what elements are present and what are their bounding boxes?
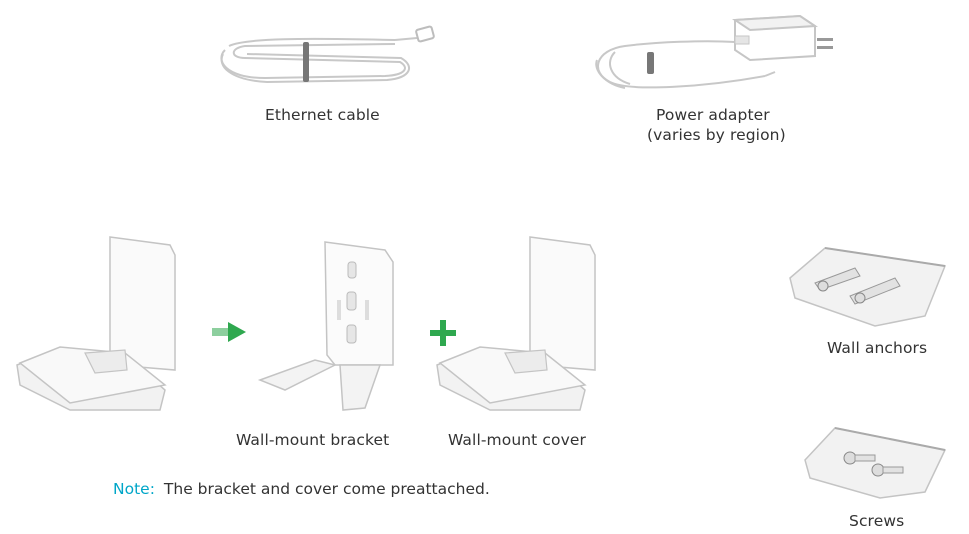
- ethernet-cable-illustration: [220, 25, 435, 84]
- ethernet-cable-label: Ethernet cable: [265, 106, 380, 124]
- wall-anchors-label: Wall anchors: [827, 339, 928, 357]
- wall-mount-bracket-illustration: [257, 241, 394, 411]
- wall-anchors-bag-illustration: [789, 247, 947, 327]
- note-label: Note:: [113, 480, 155, 498]
- power-adapter-sublabel: (varies by region): [647, 126, 786, 144]
- green-plus-icon: [430, 320, 456, 346]
- wall-mount-bracket-label: Wall-mount bracket: [236, 431, 390, 449]
- wall-mount-cover-label: Wall-mount cover: [448, 431, 586, 449]
- note: Note: The bracket and cover come preattac…: [113, 480, 490, 498]
- screws-bag-illustration: [804, 427, 947, 499]
- green-arrow-icon: [212, 322, 246, 342]
- screws-label: Screws: [849, 512, 905, 530]
- note-text: The bracket and cover come preattached.: [163, 480, 490, 498]
- power-adapter-illustration: [595, 14, 833, 89]
- power-adapter-label: Power adapter: [656, 106, 770, 124]
- assembled-mount-illustration: [16, 236, 176, 411]
- wall-mount-cover-illustration: [436, 236, 596, 411]
